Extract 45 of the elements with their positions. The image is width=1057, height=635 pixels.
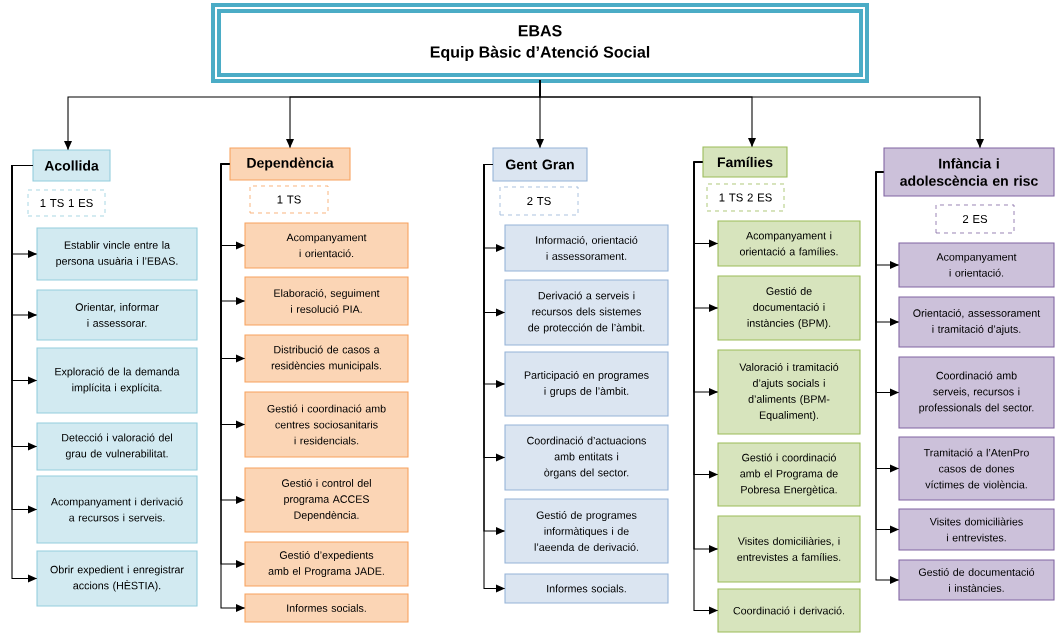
task-box: Acompanyament i derivació a recursos i serveis.	[36, 475, 198, 544]
task-box: Coordinació amb serveis, recursos i professionals del sector.	[898, 356, 1055, 429]
task-box: Informes socials.	[244, 593, 409, 623]
staff-box: 1 TS	[249, 185, 329, 214]
task-box: Participació en programes i grups de l’àmbit.	[504, 351, 669, 417]
title-line: Equip Bàsic d’Atenció Social	[430, 45, 650, 61]
title-box	[211, 3, 869, 83]
task-box: Gestió d’expedients amb el Programa JADE.	[244, 541, 409, 587]
staff-box: 2 TS	[499, 186, 579, 216]
task-box: Derivació a serveis i recursos dels sistemes de protección de l’àmbit.	[504, 279, 669, 346]
task-box: Gestió i coordinació amb el Programa de Pobresa Energètica.	[717, 442, 861, 507]
task-box: Gestió i coordinació amb centres sociosanitaris i residencials.	[244, 391, 409, 458]
task-box: Gestió de documentació i instàncies (BPM).	[717, 275, 861, 341]
task-box: Orientació, assessorament i tramitació d’ajuts.	[898, 296, 1055, 348]
staff-box: 1 TS 2 ES	[706, 183, 785, 212]
arrow	[11, 164, 37, 583]
staff-box: 1 TS 1 ES	[27, 189, 106, 217]
title-line: EBAS	[518, 25, 562, 37]
task-box: Informació, orientació i assessorament.	[504, 224, 669, 272]
task-box: Informes socials.	[504, 573, 669, 604]
task-box: Acompanyament i orientació.	[244, 222, 409, 269]
category-header: Gent Gran	[492, 147, 588, 182]
category-header: Acollida	[32, 149, 111, 182]
task-box: Gestió de programes informàtiques i de l’aeenda de derivació.	[504, 498, 669, 564]
task-box: Acompanyament i orientació.	[898, 242, 1055, 288]
task-box: Detecció i valoració del grau de vulnerabilitat.	[36, 422, 198, 471]
task-box: Visites domiciliàries i entrevistes.	[898, 508, 1055, 551]
staff-box: 2 ES	[935, 204, 1015, 234]
task-box: Obrir expedient i enregistrar accions (HÈSTIA).	[36, 550, 198, 607]
task-box: Orientar, informar i assessorar.	[36, 289, 198, 341]
task-box: Coordinació i derivació.	[717, 588, 861, 633]
task-box: Elaboració, seguiment i resolució PIA.	[244, 276, 409, 326]
category-header: Famílies	[702, 146, 788, 178]
task-box: Acompanyament i orientació a famílies.	[717, 220, 861, 267]
task-box: Gestió i control del programa ACCES Dependència.	[244, 467, 409, 533]
task-box: Gestió de documentació i instàncies.	[898, 559, 1055, 601]
category-header: Dependència	[229, 147, 351, 181]
task-box: Visites domiciliàries, i entrevistes a famílies.	[717, 515, 861, 583]
task-box: Establir vincle entre la persona usuària i l’EBAS.	[36, 227, 198, 281]
task-box: Coordinació d’actuacions amb entitats i òrgans del sector.	[504, 424, 669, 491]
task-box: Distribució de casos a residències municipals.	[244, 334, 409, 383]
task-box: Exploració de la demanda implícita i explícita.	[36, 347, 198, 414]
category-header: Infància i adolescència en risc	[883, 147, 1055, 197]
task-box: Tramitació a l’AtenPro casos de dones víctimes de violència.	[898, 436, 1055, 501]
task-box: Valoració i tramitació d’ajuts socials i d’aliments (BPM-Equaliment).	[717, 349, 861, 435]
